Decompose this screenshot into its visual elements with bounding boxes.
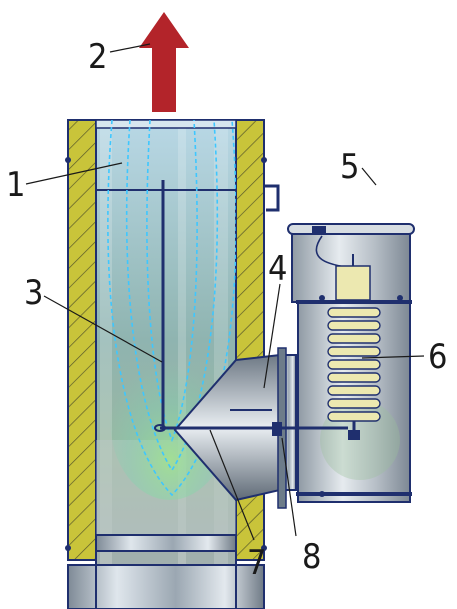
leader-lines — [25, 43, 425, 541]
label-2: 2 — [88, 37, 107, 77]
control-housing — [287, 223, 415, 503]
label-6: 6 — [428, 337, 447, 377]
label-3: 3 — [24, 273, 43, 313]
burner-nozzle — [154, 347, 300, 509]
label-5: 5 — [340, 147, 359, 187]
label-4: 4 — [268, 249, 287, 289]
label-1: 1 — [6, 165, 25, 205]
exhaust-arrow — [139, 12, 189, 112]
callout-labels: 1 2 3 4 5 6 7 8 — [6, 37, 447, 583]
label-7: 7 — [247, 543, 266, 583]
spring-coil — [327, 307, 381, 422]
label-8: 8 — [302, 537, 321, 577]
